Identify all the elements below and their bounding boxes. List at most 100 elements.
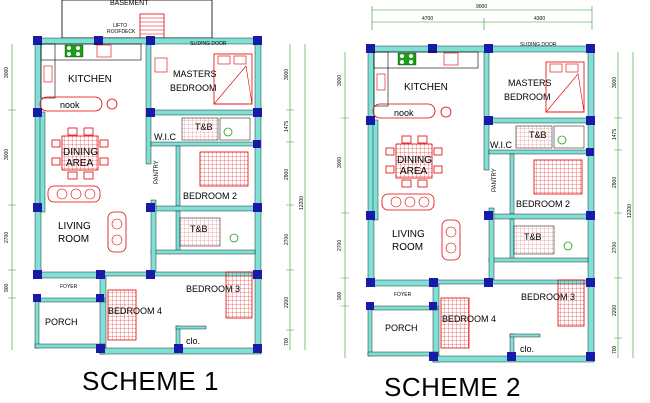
dim-right-2-total: 12200 <box>627 204 633 218</box>
dim-top-right: 4300 <box>534 16 545 22</box>
kitchen-label-2: KITCHEN <box>404 82 448 93</box>
tb-floor-1 <box>181 117 219 141</box>
master-bed <box>213 53 253 105</box>
nook-label: nook <box>60 100 80 110</box>
master-bed-2 <box>545 61 585 113</box>
dim-right-2-4: 2700 <box>612 242 618 253</box>
dim-left-2-3: 2700 <box>337 240 343 251</box>
toilet-2a <box>557 135 567 145</box>
bed-3 <box>225 271 253 319</box>
shower-1 <box>219 117 251 141</box>
living-label-2: LIVING <box>392 229 425 240</box>
dimension-lines-2 <box>341 52 634 358</box>
dim-right-3: 2900 <box>284 169 290 180</box>
sofa-set-1 <box>47 185 127 253</box>
tb-floor-2 <box>179 217 221 247</box>
foyer-label: FOYER <box>60 284 78 290</box>
nook-bench <box>39 96 103 112</box>
dim-right-6: 700 <box>284 337 290 346</box>
dining-label: DINING <box>63 147 98 158</box>
dim-right-2: 1475 <box>284 121 290 132</box>
wic-label-2: W.I.C <box>490 140 512 150</box>
dim-right-2-5: 2200 <box>612 305 618 316</box>
dim-right-1: 3000 <box>284 69 290 80</box>
bedroom-4-label-2: BEDROOM 4 <box>442 314 496 324</box>
masters-label: MASTERS <box>173 69 217 79</box>
dim-left-4: 900 <box>4 283 10 292</box>
tb-label-2a: T&B <box>529 130 547 140</box>
dim-right-5: 2200 <box>284 297 290 308</box>
scheme-1-title: SCHEME 1 <box>82 366 219 396</box>
dining-table-2 <box>385 135 443 188</box>
tb-label-1: T&B <box>195 122 213 132</box>
sliding-door-label: SLIDING DOOR <box>190 41 227 47</box>
foyer-label-2: FOYER <box>394 292 412 298</box>
masters-bedroom-label-2: BEDROOM <box>504 92 551 102</box>
closet-label: clo. <box>186 336 200 346</box>
dim-left-1: 3000 <box>4 67 10 78</box>
stair-note-2: ROOFDECK <box>107 29 136 35</box>
dining-area-label-2: AREA <box>400 166 428 177</box>
basement-label: BASEMENT <box>110 0 149 7</box>
bed-2b <box>533 159 583 195</box>
dimension-lines-1 <box>8 44 306 350</box>
dim-right-2-2: 1475 <box>612 129 618 140</box>
master-side-table <box>154 57 168 73</box>
dim-left-3: 2700 <box>4 232 10 243</box>
sliding-door-label-2: SLIDING DOOR <box>520 42 557 48</box>
nook-label-2: nook <box>394 108 414 118</box>
kitchen-counter-1 <box>40 43 142 99</box>
bedroom-2-label: BEDROOM 2 <box>183 191 237 201</box>
bed-4 <box>107 289 137 341</box>
living-room-label-2: ROOM <box>392 242 423 253</box>
dim-left-2-2: 3000 <box>337 157 343 168</box>
kitchen-label: KITCHEN <box>68 74 112 85</box>
scheme-2-plan: 9000 4700 4300 <box>337 4 634 363</box>
closet-label-2: clo. <box>520 344 534 354</box>
columns-2 <box>366 44 595 361</box>
sofa-set-2 <box>381 193 461 261</box>
nook-table-2 <box>440 106 452 118</box>
living-label: LIVING <box>58 221 91 232</box>
bedroom-3-label-2: BEDROOM 3 <box>521 292 575 302</box>
dim-right-2-6: 700 <box>612 345 618 354</box>
dimension-top-2 <box>371 6 593 30</box>
tb-label-2b: T&B <box>524 232 542 242</box>
wic-label: W.I.C <box>154 132 176 142</box>
dim-top-left: 4700 <box>422 16 433 22</box>
tb-floor-2a <box>515 125 553 149</box>
dim-right-total: 12200 <box>299 196 305 210</box>
bedroom-2-label-2: BEDROOM 2 <box>516 199 570 209</box>
bed-2 <box>199 151 249 187</box>
pantry-label: PANTRY <box>154 160 160 184</box>
stair-note-1: LIFTO <box>113 23 127 29</box>
dim-right-4: 2700 <box>284 234 290 245</box>
dining-label-2: DINING <box>397 155 432 166</box>
dim-left-2-1: 3000 <box>337 75 343 86</box>
tb-label-2: T&B <box>190 224 208 234</box>
living-room-label: ROOM <box>58 234 89 245</box>
nook-table <box>106 98 118 110</box>
toilet-1 <box>223 127 233 137</box>
columns-1 <box>33 36 262 353</box>
dining-table-1 <box>51 127 109 180</box>
bed-4b <box>440 297 470 349</box>
dim-left-2: 3000 <box>4 149 10 160</box>
bedroom-4-label: BEDROOM 4 <box>108 306 162 316</box>
bedroom-3-label: BEDROOM 3 <box>186 284 240 294</box>
dim-left-2-4: 900 <box>337 291 343 300</box>
nook-bench-2 <box>372 103 436 119</box>
porch-label-2: PORCH <box>385 323 418 333</box>
tb-floor-2b <box>513 225 555 255</box>
shower-2 <box>553 125 585 149</box>
kitchen-counter-2 <box>373 51 479 107</box>
dining-area-label: AREA <box>66 158 94 169</box>
bed-3b <box>557 279 585 327</box>
pantry-label-2: PANTRY <box>492 168 498 192</box>
porch-label: PORCH <box>45 317 78 327</box>
masters-bedroom-label: BEDROOM <box>170 83 217 93</box>
dim-right-2-1: 3000 <box>612 77 618 88</box>
scheme-1-plan: BASEMENT LIFTO ROOFDECK <box>4 0 306 355</box>
masters-label-2: MASTERS <box>508 78 552 88</box>
